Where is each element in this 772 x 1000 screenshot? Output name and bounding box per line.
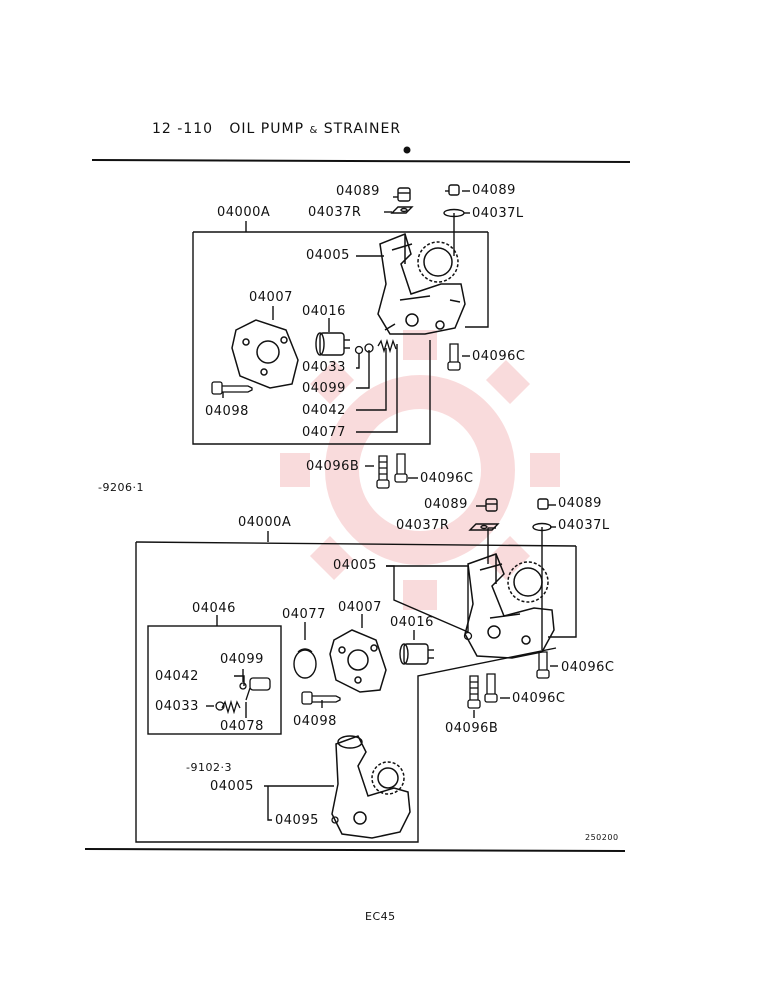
gasket-icon xyxy=(390,206,414,214)
cover-plate-icon xyxy=(231,319,299,389)
bottom-rule xyxy=(84,848,626,852)
cap-icon xyxy=(485,498,498,512)
ball-icon xyxy=(463,631,473,641)
bolt-icon xyxy=(467,675,481,709)
label-upper-retainer: 04077 xyxy=(302,425,346,440)
label-kit-spring: 04042 xyxy=(155,669,199,684)
label-upper-cap-right: 04089 xyxy=(472,183,516,198)
label-variant-pump-body: 04005 xyxy=(210,779,254,794)
cap-icon xyxy=(537,498,549,510)
label-lower-rotor: 04016 xyxy=(390,615,434,630)
label-lower-gasket-l: 04037L xyxy=(558,518,610,533)
label-upper-bolt-c-right: 04096C xyxy=(472,349,526,364)
label-upper-rotor: 04016 xyxy=(302,304,346,319)
rotor-icon xyxy=(399,643,434,665)
cover-plate-icon xyxy=(329,629,387,693)
title-oil-pump: OIL PUMP xyxy=(229,121,305,137)
label-upper-spring: 04042 xyxy=(302,403,346,418)
rotor-icon xyxy=(315,332,350,356)
ring-icon xyxy=(364,343,374,353)
label-variant-screen: 04095 xyxy=(275,813,319,828)
label-upper-ring: 04099 xyxy=(302,381,346,396)
label-upper-gasket-r: 04037R xyxy=(308,205,362,220)
cap-icon xyxy=(397,187,411,202)
cap-icon xyxy=(445,184,460,196)
title-strainer: STRAINER xyxy=(323,121,402,137)
top-rule xyxy=(91,159,631,163)
page-title: 12 -110 OIL PUMP & STRAINER xyxy=(152,121,401,137)
label-lower-plug: 04077 xyxy=(282,607,326,622)
label-upper-cap-left: 04089 xyxy=(336,184,380,199)
title-ampersand: & xyxy=(309,125,319,136)
label-kit-ball: 04033 xyxy=(155,699,199,714)
section-number: 12 -110 xyxy=(152,121,214,137)
bolt-icon xyxy=(394,453,408,483)
label-upper-ball: 04033 xyxy=(302,360,346,375)
gasket-icon xyxy=(468,523,500,531)
label-lower-bolt-b: 04096B xyxy=(445,721,499,736)
pump-body-icon xyxy=(377,232,466,335)
label-lower-cover-bolt: 04098 xyxy=(293,714,337,729)
bolt-icon xyxy=(301,691,341,705)
pump-body-icon xyxy=(464,553,555,659)
pump-body-variant-icon xyxy=(331,735,411,839)
spring-icon xyxy=(377,338,397,354)
gasket-icon xyxy=(532,522,552,532)
label-kit-pin: 04078 xyxy=(220,719,264,734)
relief-kit-box xyxy=(147,625,282,735)
bolt-icon xyxy=(211,381,253,395)
screen-icon xyxy=(331,816,339,824)
label-upper-bolt-c-mid: 04096C xyxy=(420,471,474,486)
bolt-icon xyxy=(447,343,461,371)
ball-icon xyxy=(215,701,225,711)
variant-date-note: -9102·3 xyxy=(186,761,232,774)
drawing-code: 250200 xyxy=(585,833,619,842)
kit-sleeve-icon xyxy=(249,677,271,691)
label-upper-assembly: 04000A xyxy=(217,205,271,220)
label-kit-ring: 04099 xyxy=(220,652,264,667)
label-upper-cover: 04007 xyxy=(249,290,293,305)
label-upper-gasket-l: 04037L xyxy=(472,206,524,221)
pin-icon xyxy=(245,687,251,701)
label-lower-gasket-r: 04037R xyxy=(396,518,450,533)
label-lower-bolt-c-mid: 04096C xyxy=(512,691,566,706)
gasket-icon xyxy=(443,208,465,218)
bolt-icon xyxy=(484,673,498,703)
spring-icon xyxy=(221,699,241,715)
label-lower-cover: 04007 xyxy=(338,600,382,615)
label-upper-pump-body: 04005 xyxy=(306,248,350,263)
bolt-icon xyxy=(376,455,390,489)
label-upper-cover-bolt: 04098 xyxy=(205,404,249,419)
label-upper-bolt-b: 04096B xyxy=(306,459,360,474)
bolt-icon xyxy=(536,651,550,679)
label-lower-assembly: 04000A xyxy=(238,515,292,530)
label-lower-pump-body: 04005 xyxy=(333,558,377,573)
watermark-gear-icon xyxy=(280,330,560,610)
label-lower-cap-left: 04089 xyxy=(424,497,468,512)
page-code: EC45 xyxy=(365,910,396,923)
label-lower-cap-right: 04089 xyxy=(558,496,602,511)
label-relief-kit: 04046 xyxy=(192,601,236,616)
plug-icon xyxy=(293,648,317,679)
side-note-upper: -9206·1 xyxy=(98,481,144,494)
ball-icon xyxy=(354,345,364,355)
upper-frame xyxy=(192,190,489,479)
label-lower-bolt-c-right: 04096C xyxy=(561,660,615,675)
ring-icon xyxy=(239,682,247,690)
